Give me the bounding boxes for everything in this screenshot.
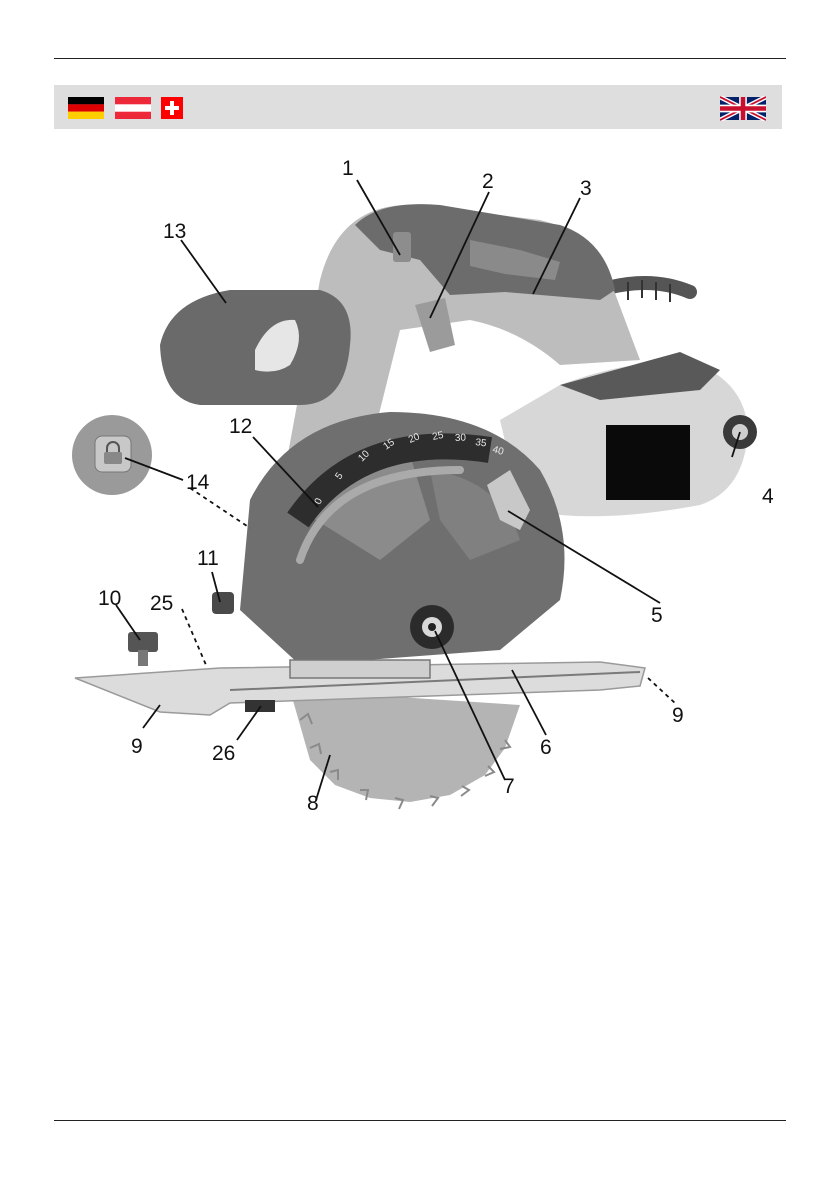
auxiliary-handle bbox=[160, 290, 351, 405]
callout-label: 11 bbox=[197, 547, 219, 570]
bevel-tick-label: 30 bbox=[455, 433, 467, 444]
bottom-rule bbox=[54, 1120, 786, 1121]
austria-flag-icon bbox=[115, 97, 151, 119]
callout-label: 4 bbox=[762, 485, 774, 508]
saw-blade bbox=[290, 690, 520, 802]
side-knob bbox=[212, 592, 234, 614]
callout-label: 25 bbox=[150, 592, 173, 615]
callout-label: 10 bbox=[98, 587, 121, 610]
callout-label: 9 bbox=[131, 735, 143, 758]
depth-lock-knob bbox=[128, 632, 158, 652]
circular-saw-figure: 0 5 10 15 20 25 30 35 40 bbox=[0, 140, 840, 820]
uk-flag-icon bbox=[720, 96, 766, 121]
language-flag-bar bbox=[54, 85, 782, 129]
callout-label: 26 bbox=[212, 742, 235, 765]
callout-label: 12 bbox=[229, 415, 252, 438]
callout-label: 6 bbox=[540, 736, 552, 759]
ventilation-slots bbox=[606, 425, 690, 500]
bevel-tick-label: 35 bbox=[475, 437, 488, 450]
callout-label: 3 bbox=[580, 177, 592, 200]
callout-label: 1 bbox=[342, 157, 354, 180]
callout-label: 7 bbox=[503, 775, 515, 798]
callout-label: 14 bbox=[186, 471, 210, 494]
germany-flag-icon bbox=[68, 97, 104, 119]
callout-label: 5 bbox=[651, 604, 663, 627]
callout-label: 13 bbox=[163, 220, 186, 243]
switzerland-flag-icon bbox=[161, 97, 183, 119]
top-rule bbox=[54, 58, 786, 59]
callout-label: 9 bbox=[672, 704, 684, 727]
callout-label: 2 bbox=[482, 170, 494, 193]
callout-label: 8 bbox=[307, 792, 319, 815]
